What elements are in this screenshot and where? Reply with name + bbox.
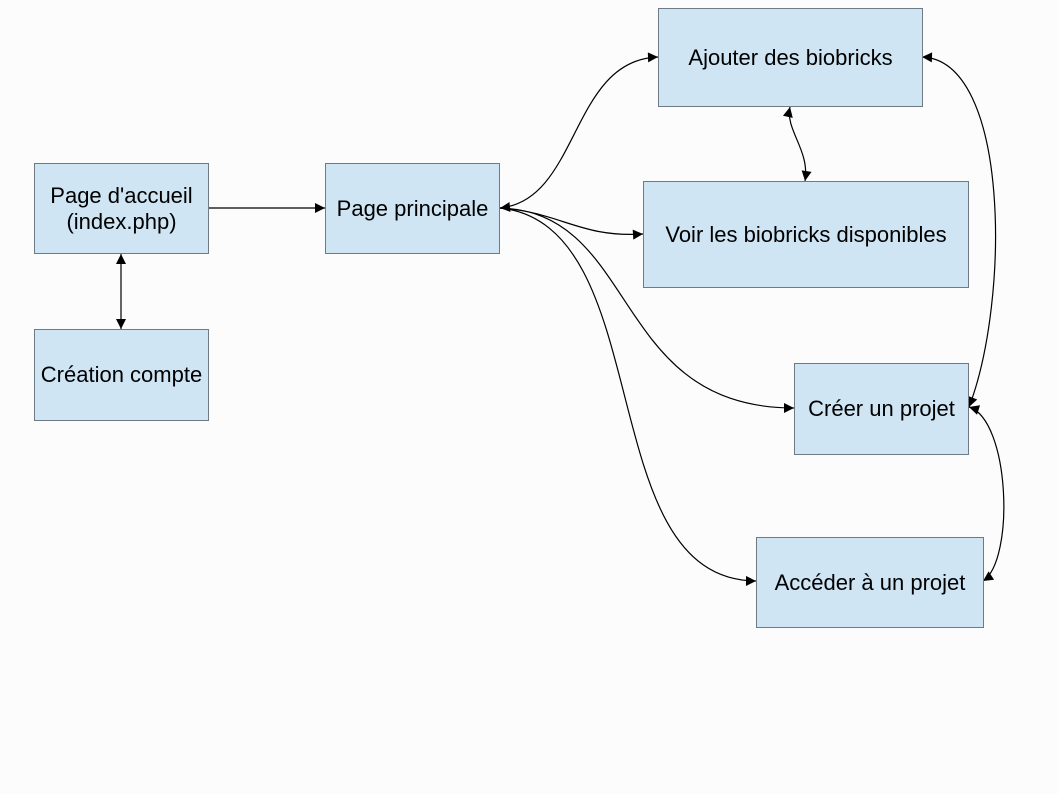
node-creer-projet-label: Créer un projet <box>808 396 955 421</box>
node-creation-compte-label: Création compte <box>40 362 203 387</box>
node-ajouter-biobricks: Ajouter des biobricks <box>658 8 923 107</box>
edge-ajouter-creer <box>921 52 997 408</box>
edge-principale-voir <box>499 207 644 240</box>
node-ajouter-biobricks-label: Ajouter des biobricks <box>688 44 893 70</box>
edge-principale-ajouter <box>499 52 659 212</box>
edge-principale-acceder <box>499 207 757 586</box>
node-acceder-projet: Accéder à un projet <box>756 537 984 628</box>
node-page-accueil-line1: Page d'accueil <box>50 182 193 208</box>
node-voir-biobricks-label: Voir les biobricks disponibles <box>665 221 947 247</box>
edge-creer-acceder <box>968 405 1005 582</box>
node-creation-compte: Création compte <box>34 329 209 421</box>
node-creer-projet: Créer un projet <box>794 363 969 455</box>
node-page-accueil: Page d'accueil (index.php) <box>34 163 209 254</box>
node-page-principale: Page principale <box>325 163 500 254</box>
node-voir-biobricks: Voir les biobricks disponibles <box>643 181 969 288</box>
node-acceder-projet-label: Accéder à un projet <box>774 569 966 595</box>
node-page-accueil-line2: (index.php) <box>66 208 177 234</box>
edge-principale-creer <box>499 207 795 413</box>
node-page-principale-label: Page principale <box>336 195 489 221</box>
edge-ajouter-voir <box>783 106 812 182</box>
